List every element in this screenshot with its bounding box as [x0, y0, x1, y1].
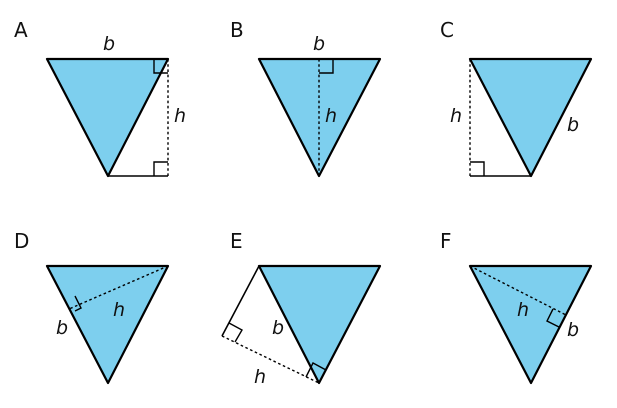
panel-label-f: F: [440, 229, 452, 253]
triangle-f: [468, 264, 593, 385]
triangle-a: [45, 57, 170, 178]
panel-d: D b h: [14, 229, 170, 385]
right-angle-mark-e-bottom: [305, 362, 327, 378]
height-label-d: h: [113, 299, 125, 321]
panel-a: A b h: [14, 18, 186, 178]
right-angle-mark-a-bottom: [153, 161, 168, 176]
panel-label-e: E: [230, 229, 243, 253]
base-label-a: b: [103, 33, 115, 55]
panel-f: F h b: [440, 229, 593, 385]
side-label-e: b: [272, 317, 284, 339]
height-label-c: h: [450, 105, 462, 127]
side-extension-e: [221, 265, 260, 337]
height-line-f: [469, 265, 567, 316]
height-line-d: [68, 265, 169, 310]
height-line-e: [221, 335, 320, 384]
height-label-f: h: [517, 299, 529, 321]
panel-label-a: A: [14, 18, 28, 42]
panel-b: B b h: [230, 18, 382, 178]
right-angle-mark-b: [319, 59, 334, 74]
right-angle-mark-d: [74, 295, 82, 312]
right-angle-mark-e-left: [228, 322, 243, 343]
height-label-b: h: [325, 105, 337, 127]
side-label-c: b: [567, 114, 579, 136]
panel-label-b: B: [230, 18, 244, 42]
right-angle-mark-f: [546, 308, 560, 328]
panel-e: E b h: [221, 229, 382, 388]
triangle-d: [45, 264, 170, 385]
right-angle-mark-a-top: [153, 59, 168, 74]
height-label-e: h: [254, 366, 266, 388]
panel-c: C h b: [440, 18, 593, 178]
triangle-e: [257, 264, 382, 385]
height-label-a: h: [174, 105, 186, 127]
right-angle-mark-c: [470, 161, 485, 176]
panel-label-c: C: [440, 18, 454, 42]
side-label-f: b: [567, 319, 579, 341]
panel-label-d: D: [14, 229, 29, 253]
base-label-b: b: [313, 33, 325, 55]
triangle-c: [468, 57, 593, 178]
side-label-d: b: [56, 317, 68, 339]
